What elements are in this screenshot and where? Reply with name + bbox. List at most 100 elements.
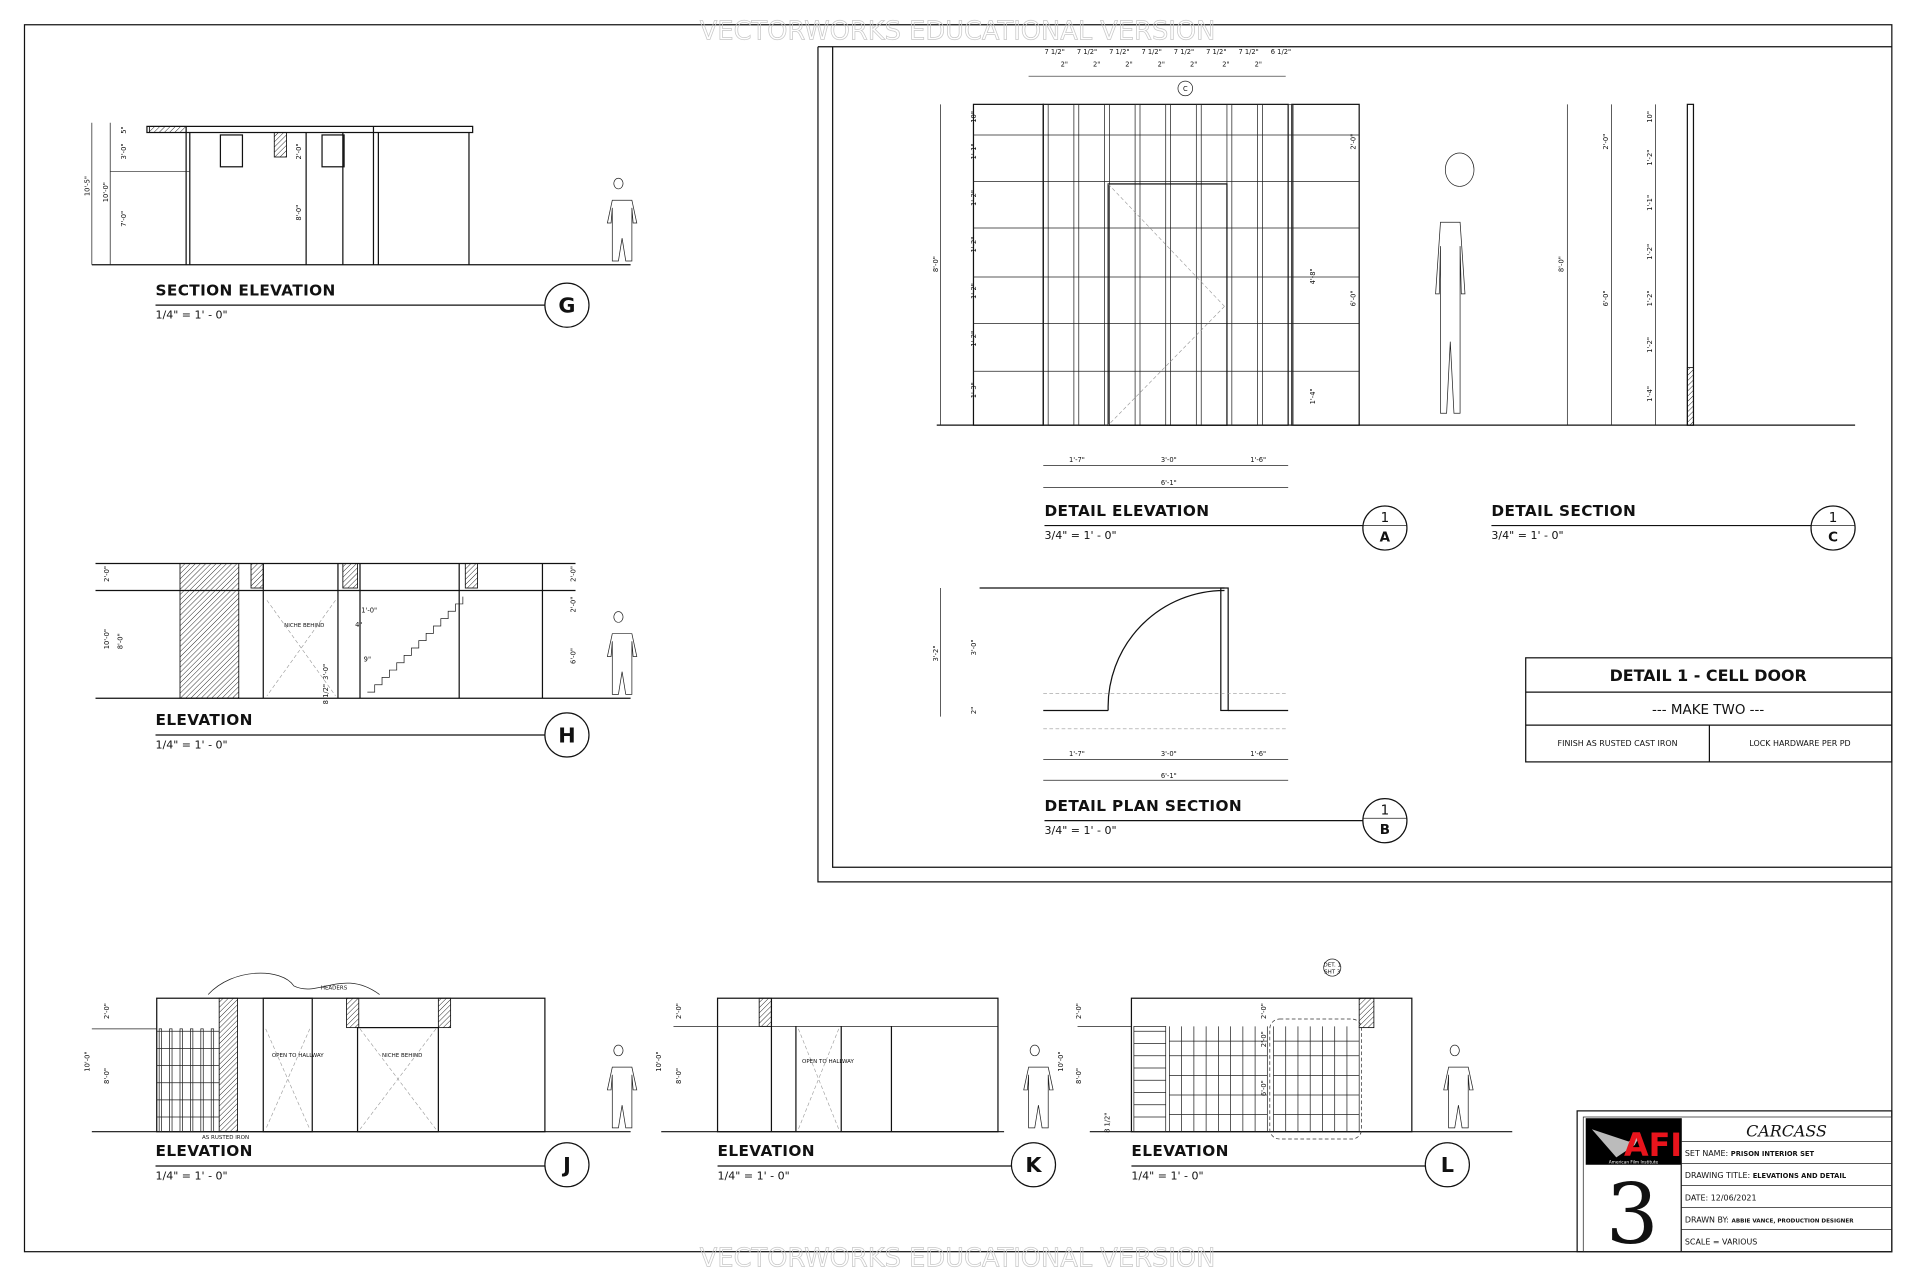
watermark-bottom: VECTORWORKS EDUCATIONAL VERSION — [700, 1243, 1216, 1273]
dim: 6 1/2" — [1271, 48, 1291, 56]
svg-text:DATE: 12/06/2021: DATE: 12/06/2021 — [1685, 1193, 1757, 1202]
view-key-letter: H — [558, 723, 575, 747]
dim: 2" — [1158, 60, 1165, 68]
dim: 1'-2" — [970, 190, 978, 206]
dim: 2" — [970, 707, 978, 714]
dim: 2'-0" — [103, 566, 111, 582]
detail-box-subtitle: --- MAKE TWO --- — [1652, 703, 1764, 718]
view-title: SECTION ELEVATION — [156, 281, 336, 299]
view-title: ELEVATION — [156, 1142, 253, 1160]
drawn-by: ABBIE VANCE, PRODUCTION DESIGNER — [1732, 1218, 1855, 1224]
dim: 4'-8" — [1309, 268, 1317, 284]
rusted-iron-grid — [156, 1028, 220, 1133]
view-scale: 1/4" = 1' - 0" — [1131, 1169, 1203, 1182]
svg-text:SET NAME: PRISON INTERIOR SET: SET NAME: PRISON INTERIOR SET — [1685, 1149, 1815, 1158]
set-name: PRISON INTERIOR SET — [1731, 1150, 1815, 1158]
view-scale: 1/4" = 1' - 0" — [156, 1169, 228, 1182]
dim: 8'-0" — [1558, 256, 1566, 272]
dim: 6'-1" — [1161, 479, 1177, 487]
dim: 10'-0" — [102, 182, 110, 202]
detail-section: 2'-0" 8'-0" 6'-0" 10" 1'-2" 1'-1" 1'-2" … — [1558, 103, 1695, 426]
note-niche-behind: NICHE BEHIND — [284, 623, 324, 629]
person-silhouette — [1435, 152, 1475, 414]
detail-box-note-finish: FINISH AS RUSTED CAST IRON — [1558, 739, 1678, 748]
dim: 2" — [1061, 60, 1068, 68]
callout-det: DET. 1 — [1324, 962, 1341, 968]
dim: 1'-2" — [1646, 337, 1654, 353]
dim: 7 1/2" — [1077, 48, 1097, 56]
dim: 8 1/2" — [322, 684, 330, 704]
view-title: DETAIL PLAN SECTION — [1044, 797, 1242, 815]
sheet-number: 3 — [1606, 1166, 1659, 1263]
dim: 10'-0" — [1057, 1052, 1065, 1072]
detail-box-note-lock: LOCK HARDWARE PER PD — [1749, 739, 1850, 748]
scale-note: SCALE = VARIOUS — [1685, 1237, 1757, 1246]
detail-box-title: DETAIL 1 - CELL DOOR — [1610, 666, 1807, 685]
dim: 7 1/2" — [1141, 48, 1161, 56]
dim: 7 1/2" — [1109, 48, 1129, 56]
vertical-bar — [1195, 103, 1202, 426]
vertical-bar — [1257, 103, 1263, 426]
dim: 1'-6" — [1250, 456, 1266, 464]
view-g-section-elevation: 10'-5" 10'-0" 7'-0" 3'-0" 5" 2'-0" 8'-0" — [83, 122, 631, 266]
dim: 2'-0" — [1260, 1003, 1268, 1019]
dim: 1'-1" — [970, 144, 978, 160]
view-scale: 3/4" = 1' - 0" — [1044, 824, 1116, 837]
vertical-bar — [1073, 103, 1080, 426]
dim: 1'-3" — [970, 382, 978, 398]
dim: 10'-0" — [83, 1052, 91, 1072]
view-key-bubble — [544, 712, 590, 758]
view-scale: 1/4" = 1' - 0" — [156, 738, 228, 751]
dim: 9" — [364, 655, 371, 663]
dim: 6'-0" — [1350, 290, 1358, 306]
view-title: DETAIL SECTION — [1491, 502, 1636, 520]
dim: 6'-0" — [1602, 290, 1610, 306]
dim: 3'-2" — [932, 646, 940, 662]
dim: 8'-0" — [295, 205, 303, 221]
view-scale: 3/4" = 1' - 0" — [1044, 529, 1116, 542]
vertical-bar — [1134, 103, 1141, 426]
detail-frame-inner — [832, 46, 1892, 868]
view-k-elevation: OPEN TO HALLWAY 2'-0" 10'-0" 8'-0" — [655, 997, 1005, 1133]
dim: 1'-0" — [361, 607, 377, 615]
view-h-elevation: NICHE BEHIND 2'-0" 10'-0" 8'-0" 2'-0" 2'… — [95, 562, 631, 704]
afi-logo-text: AFI — [1624, 1126, 1682, 1164]
note-headers: HEADERS — [321, 986, 348, 992]
dim: 2" — [1093, 60, 1100, 68]
dim: 10'-0" — [103, 629, 111, 649]
dim: 1'-1" — [1646, 195, 1654, 211]
dim: 1'-4" — [1646, 386, 1654, 402]
detail-note-box: DETAIL 1 - CELL DOOR --- MAKE TWO --- FI… — [1525, 657, 1893, 763]
view-scale: 3/4" = 1' - 0" — [1491, 529, 1563, 542]
dim: 2'-0" — [1075, 1003, 1083, 1019]
view-key-number: 1 — [1381, 804, 1390, 819]
dim: 2'-0" — [570, 597, 578, 613]
dim: 3'-0" — [1161, 750, 1177, 758]
dim: 1'-2" — [970, 331, 978, 347]
note-niche-behind: NICHE BEHIND — [382, 1053, 422, 1059]
dim: 8'-0" — [103, 1068, 111, 1084]
view-title: ELEVATION — [1131, 1142, 1228, 1160]
drawn-by-label: DRAWN BY: — [1685, 1215, 1729, 1224]
vertical-bar — [1165, 103, 1171, 426]
view-key-bubble — [1810, 505, 1856, 551]
left-dimension-string: 10"1'-1"1'-2"1'-2"1'-2"1'-2"1'-3" — [970, 111, 978, 398]
dim: 2'-0" — [675, 1003, 683, 1019]
dim: 1'-2" — [970, 283, 978, 299]
dim: 1'-7" — [1069, 456, 1085, 464]
dim: 1'-4" — [1309, 388, 1317, 404]
dim: 3'-0" — [120, 144, 128, 160]
detail-plan-section: 3'-2" 3'-0" 2" 1'-7" 3'-0" 1'-6" 6'-1" — [932, 587, 1289, 781]
dim: 10" — [1646, 111, 1654, 123]
dim: 5" — [120, 126, 128, 133]
sheet-border — [23, 24, 1893, 1253]
project-name: CARCASS — [1746, 1122, 1827, 1141]
detail-frame-outer — [817, 46, 1892, 883]
top-dimension-string: 7 1/2"2"7 1/2"2"7 1/2"2"7 1/2"2"7 1/2"2"… — [1044, 48, 1291, 68]
svg-text:DRAWING TITLE: ELEVATIONS AND: DRAWING TITLE: ELEVATIONS AND DETAIL — [1685, 1171, 1847, 1180]
dim: 1'-2" — [970, 237, 978, 253]
